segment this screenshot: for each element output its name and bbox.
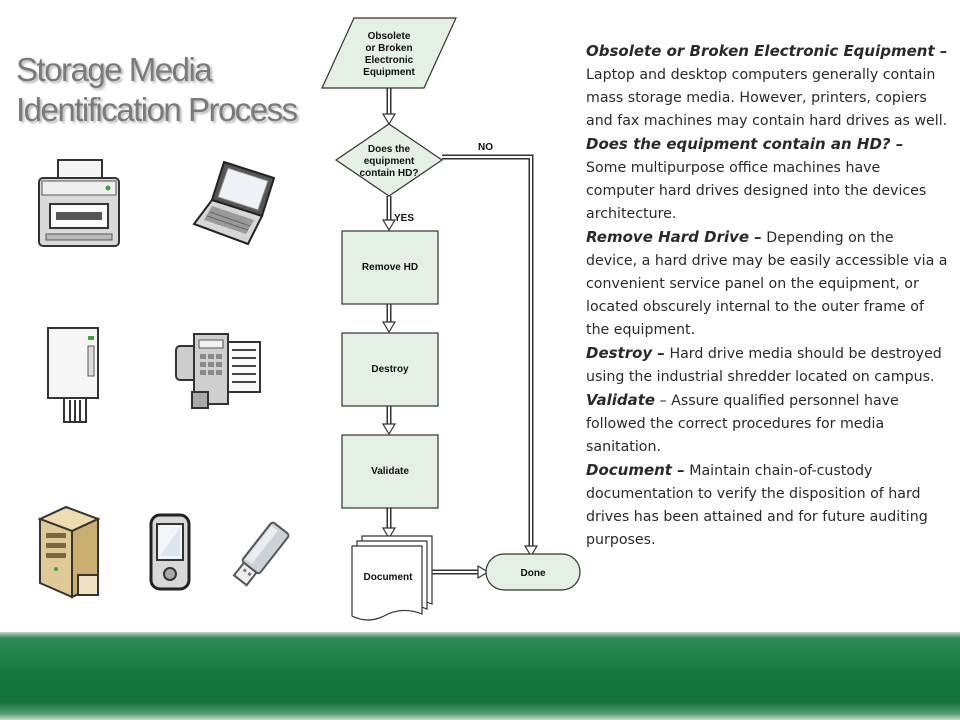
description-item: Remove Hard Drive – Depending on the dev…: [586, 226, 948, 342]
description-item: Obsolete or Broken Electronic Equipment …: [586, 40, 948, 133]
connector-decision-to-remove: [381, 196, 397, 232]
description-heading: Obsolete or Broken Electronic Equipment …: [586, 42, 948, 60]
description-heading: Validate: [586, 391, 656, 409]
description-item: Document – Maintain chain-of-custody doc…: [586, 459, 948, 552]
decision-line-1: Does the: [368, 144, 411, 155]
printer-icon: [38, 159, 120, 247]
laptop-icon: [192, 160, 276, 246]
connector-remove-to-destroy: [381, 304, 397, 334]
footer-band: [0, 632, 960, 720]
flowchart: Obsolete or Broken Electronic Equipment …: [321, 17, 581, 621]
remove-hd-label: Remove HD: [362, 262, 418, 273]
flow-node-document: Document: [351, 535, 433, 621]
description-text: – Assure qualified personnel have follow…: [586, 393, 899, 455]
description-text: Some multipurpose office machines have c…: [586, 160, 927, 222]
yes-label: YES: [394, 213, 414, 224]
no-label: NO: [478, 142, 493, 153]
start-line-1: Obsolete: [368, 31, 411, 42]
server-tower-icon: [37, 505, 101, 599]
flow-node-start: Obsolete or Broken Electronic Equipment: [321, 17, 457, 89]
description-text: Maintain chain-of-custody documentation …: [586, 463, 928, 548]
connector-start-to-decision: [381, 88, 397, 126]
description-heading: Remove Hard Drive –: [586, 228, 762, 246]
description-item: Destroy – Hard drive media should be des…: [586, 342, 948, 389]
title-line-2: Identification Process: [16, 91, 298, 128]
description-text: Hard drive media should be destroyed usi…: [586, 346, 942, 385]
flow-node-validate: Validate: [341, 434, 439, 509]
description-panel: Obsolete or Broken Electronic Equipment …: [586, 40, 948, 552]
flow-node-destroy: Destroy: [341, 332, 439, 407]
title-line-1: Storage Media: [16, 51, 213, 88]
decision-line-2: equipment: [364, 156, 415, 167]
decision-line-3: contain HD?: [360, 168, 419, 179]
document-label: Document: [364, 572, 414, 583]
flow-node-decision: Does the equipment contain HD?: [334, 123, 444, 197]
description-text: Depending on the device, a hard drive ma…: [586, 230, 948, 338]
connector-document-to-done: [432, 564, 490, 580]
description-heading: Does the equipment contain an HD? –: [586, 135, 904, 153]
page-title: Storage Media Identification Process: [16, 50, 316, 130]
connector-destroy-to-validate: [381, 406, 397, 436]
description-heading: Destroy –: [586, 344, 665, 362]
connector-decision-no-to-done: [442, 154, 539, 558]
copier-icon: [47, 327, 99, 423]
start-line-4: Equipment: [363, 67, 415, 78]
pda-icon: [149, 513, 191, 591]
description-item: Validate – Assure qualified personnel ha…: [586, 389, 948, 459]
flow-node-remove-hd: Remove HD: [341, 230, 439, 305]
fax-machine-icon: [175, 333, 261, 409]
description-text: Laptop and desktop computers generally c…: [586, 67, 948, 129]
flow-node-done: Done: [485, 553, 581, 591]
start-line-3: Electronic: [365, 55, 414, 66]
usb-drive-icon: [232, 521, 290, 587]
connector-validate-to-document: [381, 508, 397, 540]
start-line-2: or Broken: [365, 43, 412, 54]
destroy-label: Destroy: [371, 364, 409, 375]
validate-label: Validate: [371, 466, 409, 477]
description-item: Does the equipment contain an HD? – Some…: [586, 133, 948, 226]
description-heading: Document –: [586, 461, 685, 479]
done-label: Done: [521, 568, 546, 579]
